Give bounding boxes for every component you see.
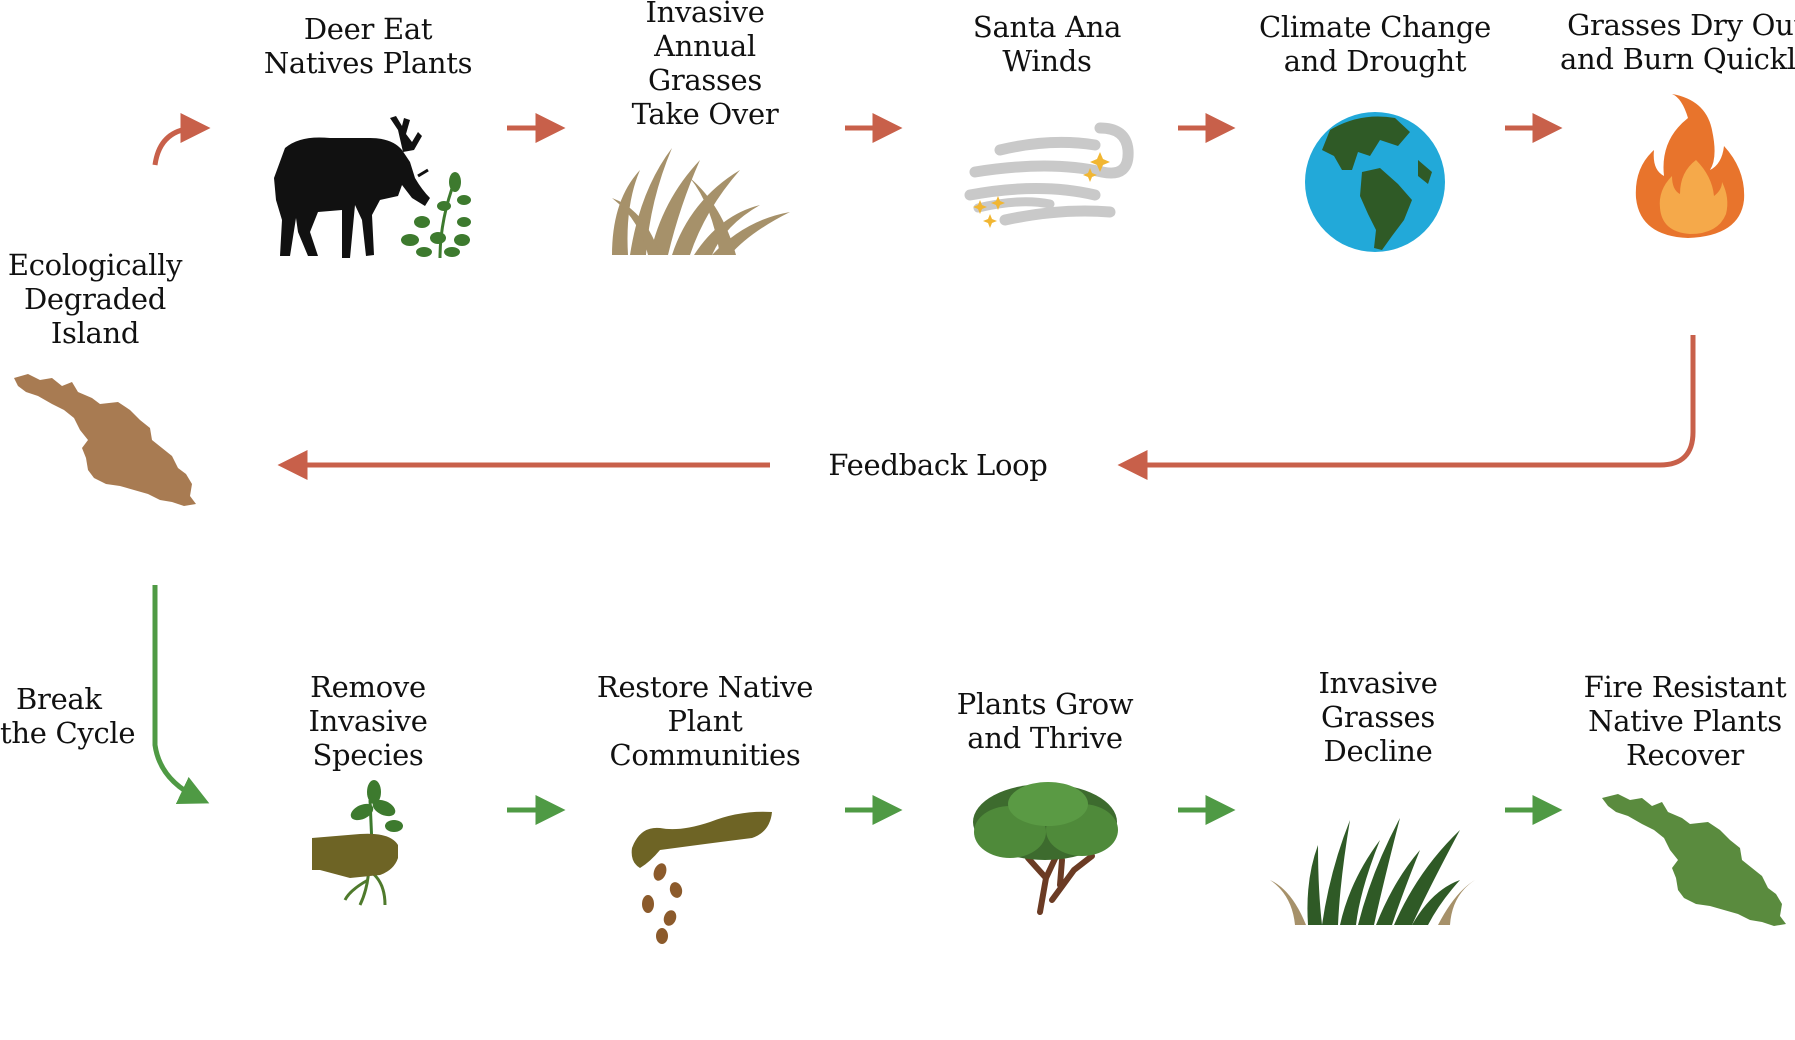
deer-eating-plant-icon	[274, 116, 471, 259]
recovered-island-icon	[1602, 794, 1786, 926]
tree-icon	[973, 782, 1118, 915]
earth-globe-icon	[1305, 112, 1445, 252]
degraded-island-icon	[14, 374, 196, 506]
arrow-fire-feedback	[1117, 335, 1696, 480]
green-grass-icon	[1270, 818, 1475, 925]
hand-pulling-plant-icon	[312, 780, 403, 906]
hand-sowing-seeds-icon	[631, 811, 772, 944]
label-feedback-loop: Feedback Loop	[828, 448, 1048, 482]
fire-icon	[1635, 94, 1745, 238]
wind-icon	[964, 122, 1134, 226]
spark-icon	[973, 152, 1110, 228]
arrow-island-to-deer	[152, 113, 211, 166]
dry-grass-icon	[612, 148, 790, 255]
arrow-break-cycle	[152, 585, 210, 805]
